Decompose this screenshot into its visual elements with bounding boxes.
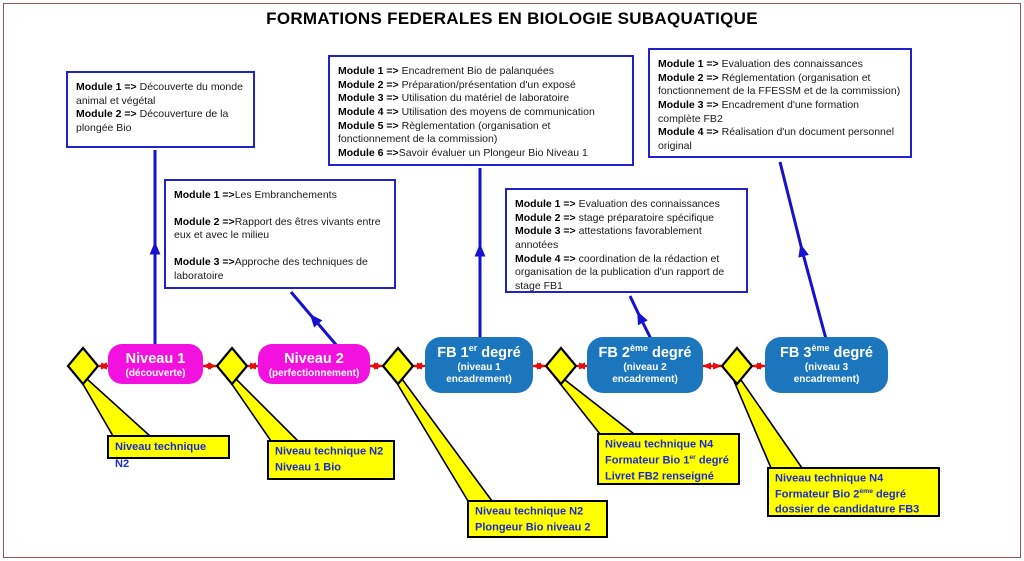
callout-line: Niveau technique N4 [605,438,714,451]
arrow-fb2-to-box [628,295,653,340]
node-subtitle: encadrement) [612,373,678,385]
modules-box-niveau-2: Module 1 =>Les Embranchements Module 2 =… [164,179,396,289]
callout-line: Niveau technique N2 [475,505,584,518]
diamond-2 [215,346,249,386]
node-niveau-1: Niveau 1 (découverte) [108,344,203,384]
modules-box-fb1: Module 1 => Encadrement Bio de palanquée… [328,55,634,166]
module-line: Module 3 => attestations favorablement a… [515,225,702,251]
modules-box-fb2: Module 1 => Evaluation des connaissances… [505,188,748,293]
module-line: Module 1 =>Les Embranchements [174,189,337,201]
callout-line: Niveau technique N4 [775,472,884,485]
module-line: Module 2 =>Rapport des êtres vivants ent… [174,215,381,242]
node-fb3: FB 3ème degré (niveau 3 encadrement) [765,337,888,393]
diamond-3 [381,346,415,386]
node-label: FB 3ème degré [780,343,873,361]
callout-prereq-niveau2: Niveau technique N2 Niveau 1 Bio [267,440,395,480]
module-line: Module 2 => Préparation/présentation d'u… [338,78,576,91]
diagram-title: FORMATIONS FEDERALES EN BIOLOGIE SUBAQUA… [266,9,758,28]
module-line: Module 3 => Utilisation du matériel de l… [338,92,570,105]
diamond-1 [66,346,100,386]
module-line: Module 1 => Découverte du monde animal e… [76,81,243,107]
diamonds [66,346,754,386]
node-subtitle: (niveau 1 [457,361,501,373]
callout-prereq-niveau1: Niveau technique N2 [107,435,230,470]
module-line: Module 4 => Utilisation des moyens de co… [338,105,595,118]
diamond-4 [544,346,578,386]
callout-tail-1 [78,378,153,437]
module-line: Module 2 => Découverture de la plongée B… [76,108,229,134]
module-line: Module 3 => Encadrement d'une formation … [658,98,860,125]
node-niveau-2: Niveau 2 (perfectionnement) [258,344,370,384]
callout-line: Niveau technique N2 [115,441,207,471]
callout-line: dossier de candidature FB3 [775,503,920,516]
node-fb1: FB 1er degré (niveau 1 encadrement) [425,337,533,393]
node-label: Niveau 2 [284,350,344,367]
node-subtitle: (découverte) [125,367,186,379]
node-fb2: FB 2ème degré (niveau 2 encadrement) [587,337,703,393]
node-subtitle: (perfectionnement) [268,367,360,379]
diamond-5 [720,346,754,386]
node-subtitle: encadrement) [446,373,512,385]
arrow-niveau2-to-box [289,291,340,348]
callout-line: Formateur Bio 1er degré [605,453,729,467]
module-line: Module 5 => Règlementation (organisation… [338,119,551,146]
module-line: Module 1 => Evaluation des connaissances [658,58,863,70]
callout-tail-2 [227,378,300,442]
node-subtitle: encadrement) [793,373,860,385]
arrow-fb3-to-box [778,161,828,340]
node-label: FB 2ème degré [598,343,692,361]
modules-box-fb3: Module 1 => Evaluation des connaissances… [648,48,912,158]
callout-line: Niveau technique N2 [275,445,384,458]
node-label: Niveau 1 [125,350,186,367]
module-line: Module 2 => Réglementation (organisation… [658,71,901,98]
blue-arrows [149,150,828,348]
node-label: FB 1er degré [437,343,521,361]
callout-tail-5 [732,379,804,469]
module-line: Module 4 => coordination de la rédaction… [515,252,725,292]
module-line: Module 3 =>Approche des techniques de la… [174,255,368,282]
callout-line: Livret FB2 renseigné [605,470,714,483]
node-subtitle: (niveau 2 [623,361,667,373]
callout-line: Plongeur Bio niveau 2 [475,521,591,534]
module-line: Module 1 => Encadrement Bio de palanquée… [338,65,554,77]
module-line: Module 1 => Evaluation des connaissances [515,198,720,210]
callout-prereq-fb3: Niveau technique N4 Formateur Bio 2ème d… [767,467,940,517]
modules-box-niveau-1: Module 1 => Découverte du monde animal e… [66,71,255,148]
node-subtitle: (niveau 3 [804,361,849,373]
callout-tail-3 [393,378,494,502]
page-border [3,3,1021,558]
callout-prereq-fb2: Niveau technique N4 Formateur Bio 1er de… [597,433,740,485]
module-line: Module 2 => stage préparatoire spécifiqu… [515,211,715,224]
module-line: Module 6 =>Savoir évaluer un Plongeur Bi… [338,146,588,159]
callout-prereq-fb1: Niveau technique N2 Plongeur Bio niveau … [467,500,608,538]
module-line: Module 4 => Réalisation d'un document pe… [658,126,895,152]
callout-line: Niveau 1 Bio [275,461,342,474]
callout-line: Formateur Bio 2ème degré [775,487,907,501]
